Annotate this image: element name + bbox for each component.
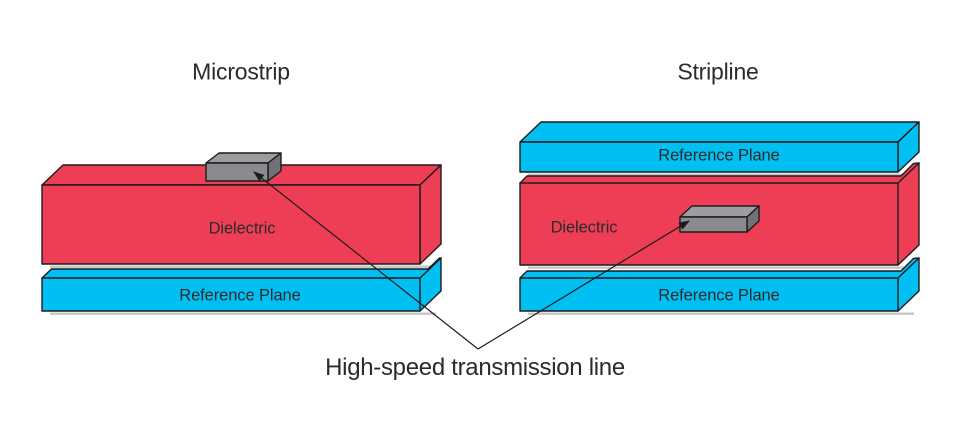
microstrip-dielectric-label: Dielectric: [208, 219, 276, 238]
microstrip-trace-block: [205, 152, 282, 182]
face-front: [519, 141, 899, 173]
slab-shadow: [528, 266, 914, 269]
face-edges: [519, 257, 920, 312]
stripline-structure: [519, 121, 920, 312]
microstrip-reference-plane-slab: [41, 257, 442, 312]
callout-label: High-speed transmission line: [325, 354, 625, 381]
microstrip-reference-plane-label: Reference Plane: [179, 286, 301, 305]
stripline-trace-block: [679, 205, 760, 233]
stripline-reference-plane-bottom-slab: [519, 257, 920, 312]
microstrip-structure: [41, 152, 442, 312]
slab-shadow: [528, 312, 914, 315]
callout-lines: [253, 171, 690, 350]
face-front: [205, 162, 269, 182]
slab-shadow: [50, 312, 436, 315]
stripline-dielectric-label: Dielectric: [550, 218, 618, 237]
microstrip-title: Microstrip: [192, 58, 290, 85]
face-top: [519, 121, 920, 143]
face-front: [41, 184, 421, 265]
slab-shadows: [50, 173, 914, 315]
callout-line-stripline-trace: [477, 220, 690, 350]
stripline-reference-plane-top-label: Reference Plane: [658, 146, 780, 165]
slab-shadow: [528, 173, 914, 176]
stripline-title: Stripline: [677, 58, 759, 85]
callout-line-microstrip-trace: [253, 171, 479, 350]
stripline-reference-plane-bottom-label: Reference Plane: [658, 286, 780, 305]
face-front: [679, 216, 748, 233]
face-edges: [519, 162, 920, 266]
microstrip-dielectric-slab: [41, 164, 442, 265]
slab-shadow: [50, 265, 436, 268]
face-edges: [41, 257, 442, 312]
face-top: [679, 205, 760, 218]
stripline-reference-plane-top-slab: [519, 121, 920, 173]
